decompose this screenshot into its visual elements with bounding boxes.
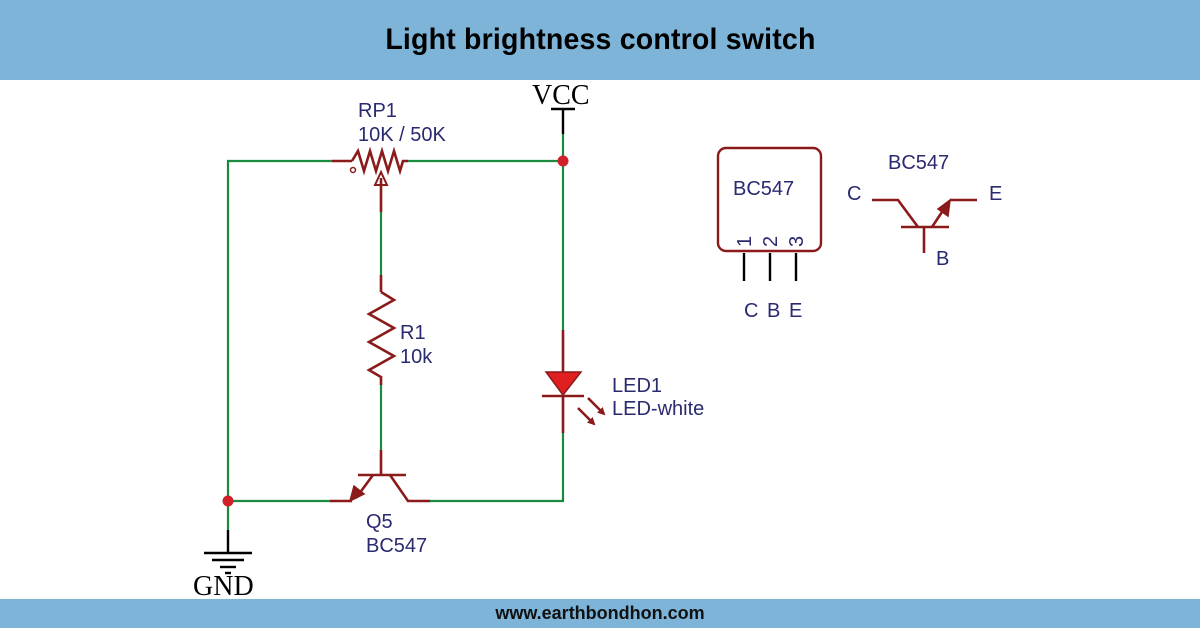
pot-pin-dot	[349, 166, 357, 174]
bc547-symbol: BC547 C E B	[847, 152, 1002, 270]
wire-collector-led	[430, 433, 565, 503]
package-body	[716, 146, 823, 253]
resistor-r1: R1 10k	[366, 275, 433, 385]
symbol-collector-leg	[872, 198, 920, 228]
pot-ref: RP1	[358, 100, 397, 122]
page-title: Light brightness control switch	[384, 23, 816, 56]
pin-number-3: 3	[786, 236, 808, 247]
vcc-terminal: VCC	[532, 80, 590, 134]
pot-value: 10K / 50K	[358, 124, 447, 146]
resistor-zigzag	[366, 290, 397, 385]
led-light-arrow-1	[587, 397, 606, 416]
q5-collector-leg	[388, 474, 430, 503]
symbol-title: BC547	[888, 152, 949, 174]
q5-ref: Q5	[366, 511, 393, 533]
pin-number-1: 1	[734, 236, 756, 247]
q5-value: BC547	[366, 535, 427, 557]
symbol-pin-c: C	[847, 183, 861, 205]
symbol-pin-b: B	[936, 248, 949, 270]
junction-gnd	[222, 495, 234, 507]
symbol-pin-e: E	[989, 183, 1002, 205]
junction-vcc	[557, 155, 569, 167]
led-led1: LED1 LED-white	[542, 330, 704, 433]
gnd-terminal: GND	[193, 530, 254, 602]
led-ref: LED1	[612, 375, 662, 397]
gnd-label: GND	[193, 571, 254, 602]
pin-number-2: 2	[760, 236, 782, 247]
pot-wiper-arrow	[373, 169, 389, 186]
pin-name-c: C	[744, 300, 758, 322]
potentiometer-rp1: RP1 10K / 50K	[332, 100, 447, 212]
q5-emitter-arrow	[348, 484, 366, 503]
footer-banner: www.earthbondhon.com	[0, 599, 1200, 628]
transistor-q5: Q5 BC547	[330, 450, 430, 557]
pot-zigzag	[350, 146, 408, 176]
wire-pot-gnd-left	[226, 159, 332, 530]
wires	[226, 134, 565, 530]
pin-name-e: E	[789, 300, 802, 322]
resistor-value: 10k	[400, 346, 433, 368]
resistor-ref: R1	[400, 322, 426, 344]
bc547-package: BC547 1 2 3 C B E	[716, 146, 823, 322]
vcc-label: VCC	[532, 80, 590, 111]
led-light-arrow-2	[577, 407, 596, 426]
led-value: LED-white	[612, 398, 704, 420]
symbol-emitter-arrow	[936, 198, 951, 218]
footer-url[interactable]: www.earthbondhon.com	[495, 603, 705, 623]
pin-name-b: B	[767, 300, 780, 322]
package-label: BC547	[733, 178, 794, 200]
led-triangle	[544, 371, 583, 397]
title-banner: Light brightness control switch	[0, 0, 1200, 80]
